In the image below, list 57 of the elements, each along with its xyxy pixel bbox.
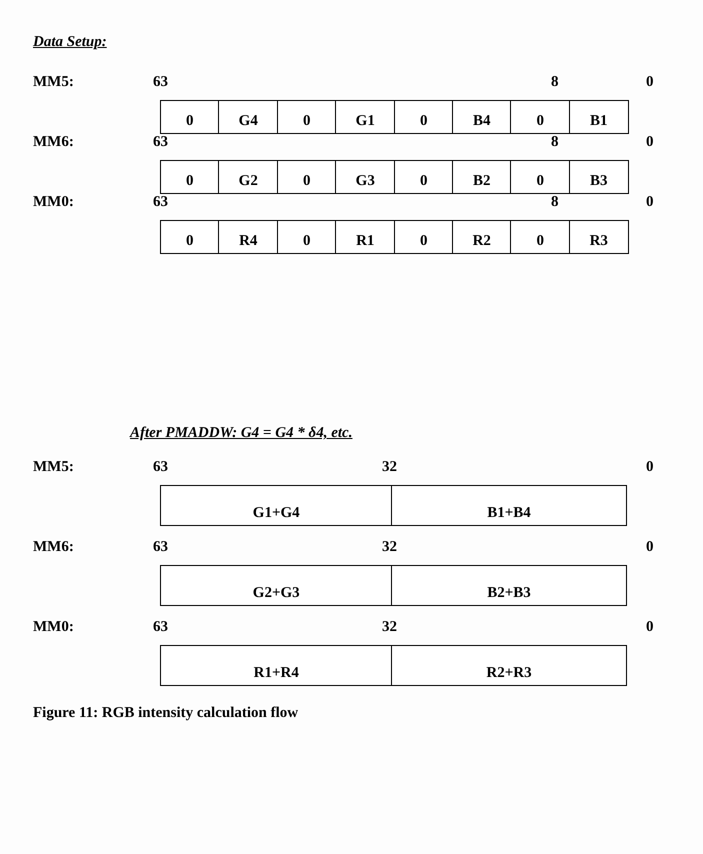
bit-number: 63 <box>153 74 168 91</box>
bit-number: 8 <box>551 134 558 151</box>
register-field: R1 <box>335 220 396 254</box>
register-field: B2 <box>452 160 512 194</box>
register-field: G2 <box>218 160 278 194</box>
register-field: 0 <box>510 160 570 194</box>
register-field: 0 <box>160 100 220 134</box>
register-field: G1 <box>335 100 396 134</box>
register-field: 0 <box>277 100 336 134</box>
register-field: R2+R3 <box>391 645 627 686</box>
register-name: MM5: <box>33 459 74 476</box>
register-field: 0 <box>160 160 220 194</box>
register-field: 0 <box>394 100 454 134</box>
bit-number: 63 <box>153 134 168 151</box>
register-field: 0 <box>160 220 220 254</box>
register-field: G4 <box>218 100 278 134</box>
bit-number: 0 <box>646 539 654 556</box>
register-field: R2 <box>452 220 512 254</box>
section-heading: Data Setup: <box>33 34 107 51</box>
register-field: 0 <box>394 220 454 254</box>
bit-number: 8 <box>551 74 558 91</box>
register-field: R1+R4 <box>160 645 392 686</box>
bit-number: 0 <box>646 74 654 91</box>
register-field: B1 <box>569 100 628 134</box>
register-field: G2+G3 <box>160 565 392 606</box>
figure-caption: Figure 11: RGB intensity calculation flow <box>33 705 298 722</box>
register-field: 0 <box>510 100 570 134</box>
register-field: B4 <box>452 100 512 134</box>
register-name: MM0: <box>33 619 74 636</box>
register-field: G3 <box>335 160 396 194</box>
bit-number: 32 <box>382 539 397 556</box>
register-field: 0 <box>277 160 336 194</box>
section-heading: After PMADDW: G4 = G4 * δ4, etc. <box>130 425 352 442</box>
bit-number: 0 <box>646 194 654 211</box>
register-field: G1+G4 <box>160 485 392 526</box>
bit-number: 0 <box>646 134 654 151</box>
register-name: MM0: <box>33 194 74 211</box>
bit-number: 63 <box>153 194 168 211</box>
register-field: B1+B4 <box>391 485 627 526</box>
register-name: MM6: <box>33 539 74 556</box>
register-field: R3 <box>569 220 628 254</box>
register-field: 0 <box>510 220 570 254</box>
register-field: 0 <box>394 160 454 194</box>
bit-number: 32 <box>382 459 397 476</box>
bit-number: 32 <box>382 619 397 636</box>
register-name: MM5: <box>33 74 74 91</box>
register-field: R4 <box>218 220 278 254</box>
bit-number: 63 <box>153 539 168 556</box>
bit-number: 0 <box>646 459 654 476</box>
bit-number: 0 <box>646 619 654 636</box>
register-field: B3 <box>569 160 628 194</box>
register-field: 0 <box>277 220 336 254</box>
bit-number: 63 <box>153 459 168 476</box>
bit-number: 63 <box>153 619 168 636</box>
register-name: MM6: <box>33 134 74 151</box>
bit-number: 8 <box>551 194 558 211</box>
register-field: B2+B3 <box>391 565 627 606</box>
